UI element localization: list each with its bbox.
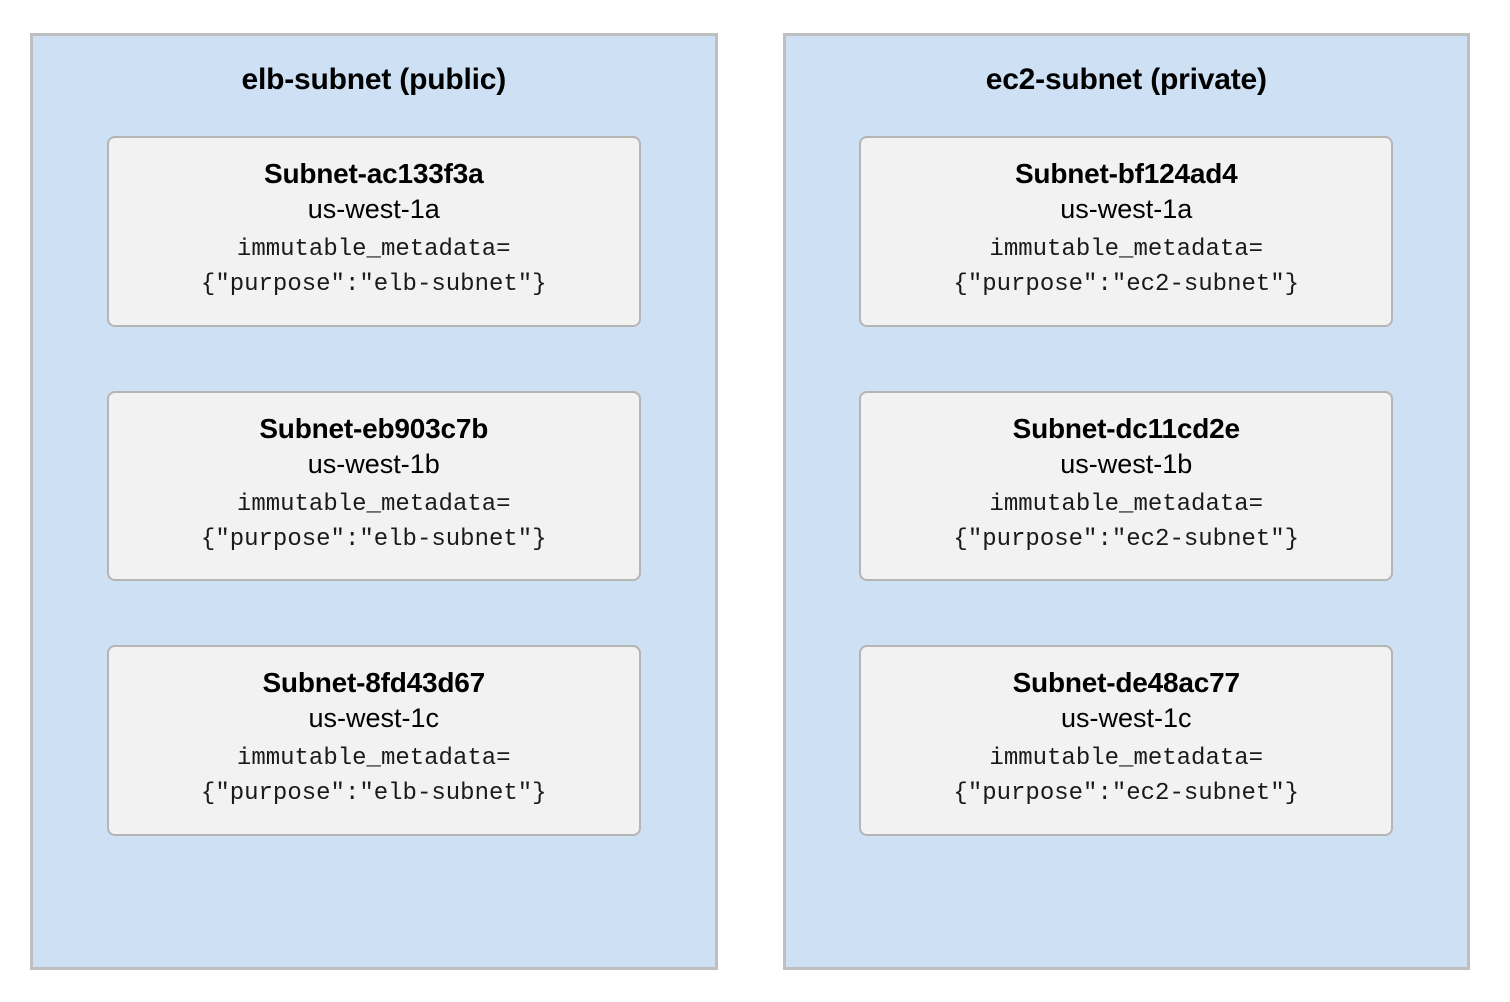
subnet-card[interactable]: Subnet-ac133f3a us-west-1a immutable_met… [106,136,641,327]
subnet-card-metadata: immutable_metadata= {"purpose":"elb-subn… [200,745,547,808]
subnet-card-name: Subnet-eb903c7b [259,412,489,444]
subnet-card-list-ec2-subnet: Subnet-bf124ad4 us-west-1a immutable_met… [786,136,1468,837]
subnet-card-metadata: immutable_metadata= {"purpose":"elb-subn… [200,490,547,553]
subnet-card-name: Subnet-de48ac77 [1012,667,1241,699]
subnet-card-name: Subnet-8fd43d67 [262,667,486,699]
subnet-card-metadata: immutable_metadata= {"purpose":"elb-subn… [200,236,547,298]
subnet-panel-ec2-subnet: ec2-subnet (private) Subnet-bf124ad4 us-… [782,33,1470,970]
subnet-card-metadata: immutable_metadata= {"purpose":"ec2-subn… [953,745,1300,808]
subnet-card[interactable]: Subnet-de48ac77 us-west-1c immutable_met… [859,645,1394,837]
subnet-card-availability-zone: us-west-1c [308,703,440,734]
subnet-panel-elb-subnet: elb-subnet (public) Subnet-ac133f3a us-w… [30,33,718,970]
subnet-card-availability-zone: us-west-1a [1060,194,1193,224]
subnet-card-metadata: immutable_metadata= {"purpose":"ec2-subn… [953,490,1300,553]
subnet-card-availability-zone: us-west-1b [307,448,440,479]
subnet-card[interactable]: Subnet-bf124ad4 us-west-1a immutable_met… [859,136,1394,327]
subnet-card-list-elb-subnet: Subnet-ac133f3a us-west-1a immutable_met… [33,136,715,837]
subnet-card-availability-zone: us-west-1a [307,194,440,224]
panel-title-ec2-subnet: ec2-subnet (private) [985,63,1267,96]
subnet-card-availability-zone: us-west-1b [1060,448,1193,479]
subnet-card-name: Subnet-dc11cd2e [1012,412,1241,444]
subnet-card-name: Subnet-bf124ad4 [1014,158,1238,189]
subnet-card[interactable]: Subnet-8fd43d67 us-west-1c immutable_met… [106,645,641,837]
subnet-card-name: Subnet-ac133f3a [263,158,484,189]
panel-title-elb-subnet: elb-subnet (public) [241,63,506,96]
subnet-card-metadata: immutable_metadata= {"purpose":"ec2-subn… [953,236,1300,298]
subnet-card[interactable]: Subnet-dc11cd2e us-west-1b immutable_met… [859,390,1394,582]
subnet-card-availability-zone: us-west-1c [1060,703,1192,734]
subnet-card[interactable]: Subnet-eb903c7b us-west-1b immutable_met… [106,390,641,582]
